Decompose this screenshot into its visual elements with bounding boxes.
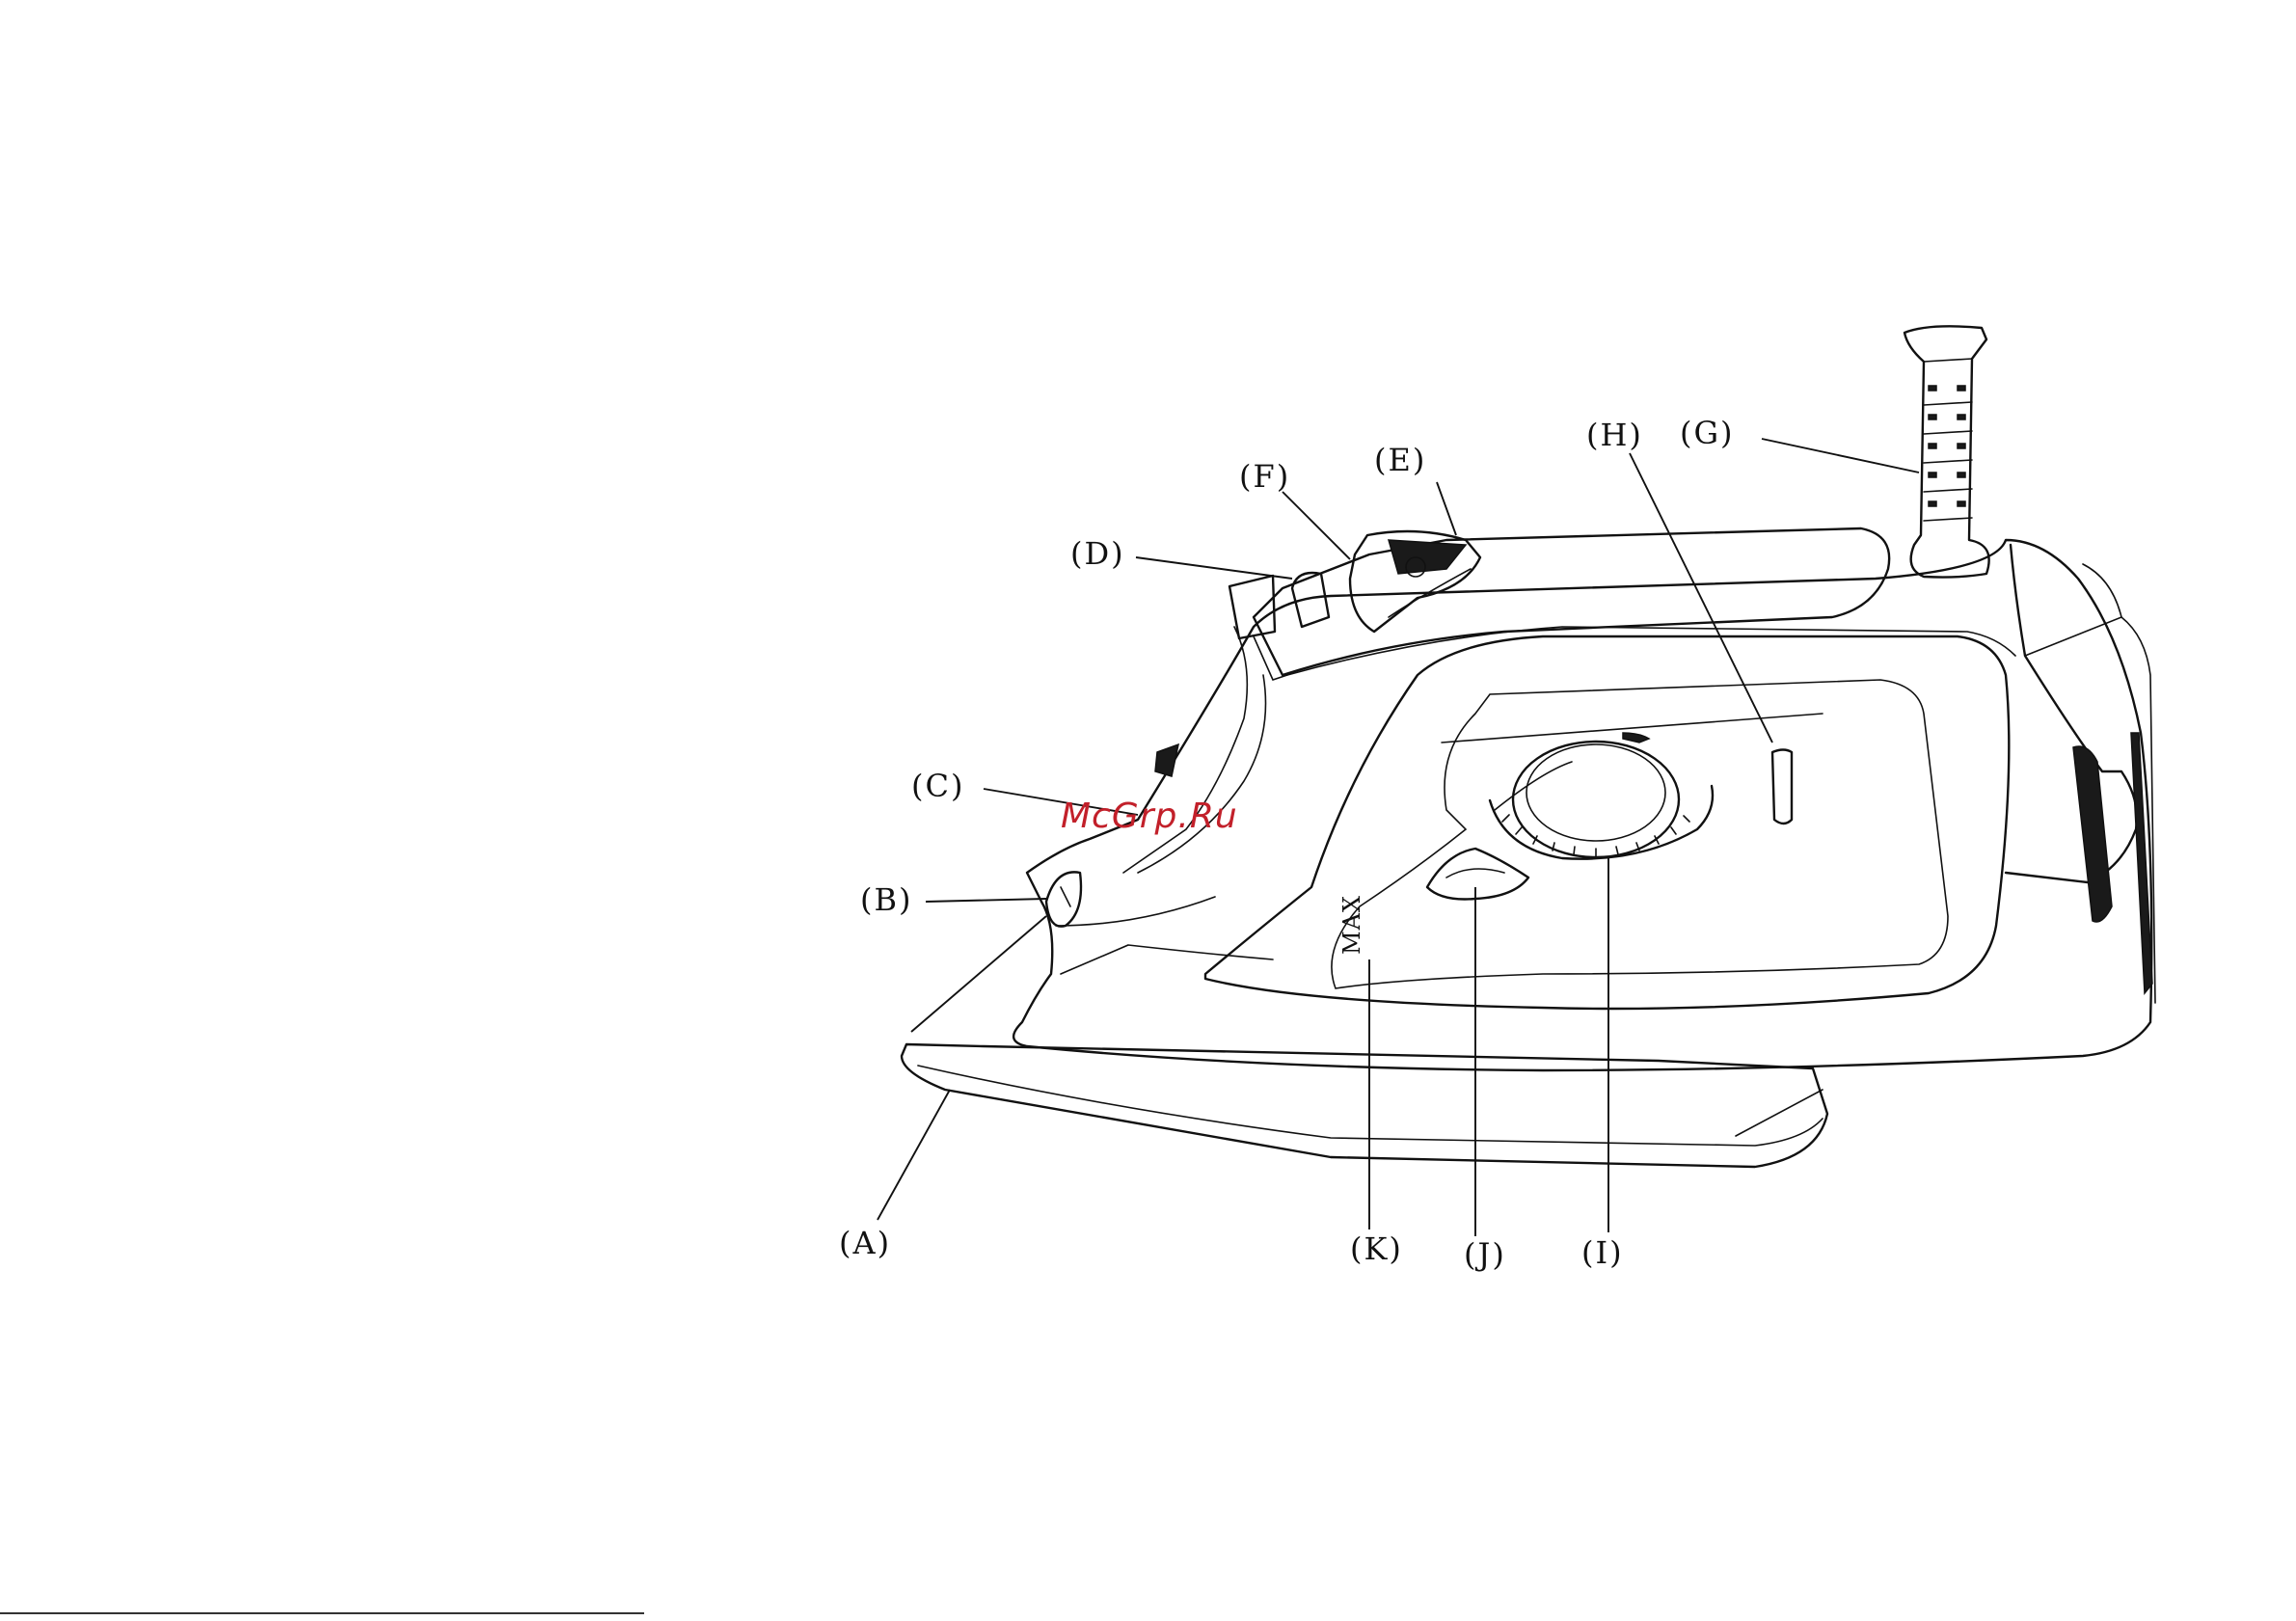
leader-A [878, 1090, 950, 1220]
callout-A: (A) [839, 1225, 891, 1261]
leader-B [926, 899, 1046, 902]
callout-I: (I) [1581, 1234, 1624, 1271]
callout-labels: (A) (B) (C) (D) (E) (F) (G) (H) (I) (J) … [839, 415, 1735, 1273]
callout-B: (B) [860, 881, 912, 918]
watermark: McGrp.Ru [1061, 797, 1238, 836]
leader-H [1630, 453, 1772, 743]
leader-F [1283, 492, 1350, 559]
leader-G [1762, 439, 1919, 473]
soleplate [902, 1044, 1827, 1167]
filler-nozzle [1904, 326, 1989, 577]
callout-K: (K) [1350, 1230, 1403, 1267]
iron-illustration: MAX [902, 326, 2155, 1167]
rear-cap [2006, 545, 2155, 1003]
callout-H: (H) [1586, 417, 1643, 453]
callout-J: (J) [1464, 1236, 1506, 1273]
footer-rule [0, 1612, 644, 1614]
spray-nozzle [1046, 872, 1081, 926]
callout-F: (F) [1239, 458, 1290, 495]
front-marking [1155, 744, 1178, 776]
spray-button [1427, 849, 1528, 900]
callout-G: (G) [1680, 415, 1735, 451]
max-fill-mark: MAX [1338, 895, 1365, 955]
callout-E: (E) [1374, 442, 1426, 478]
side-slider [1772, 750, 1792, 824]
top-controls [1229, 531, 1480, 638]
steam-dial [1490, 733, 1713, 859]
leader-E [1437, 482, 1456, 535]
callout-D: (D) [1070, 535, 1125, 572]
callout-C: (C) [911, 768, 964, 804]
leader-D [1136, 557, 1292, 579]
water-tank-window [1205, 636, 2009, 1009]
